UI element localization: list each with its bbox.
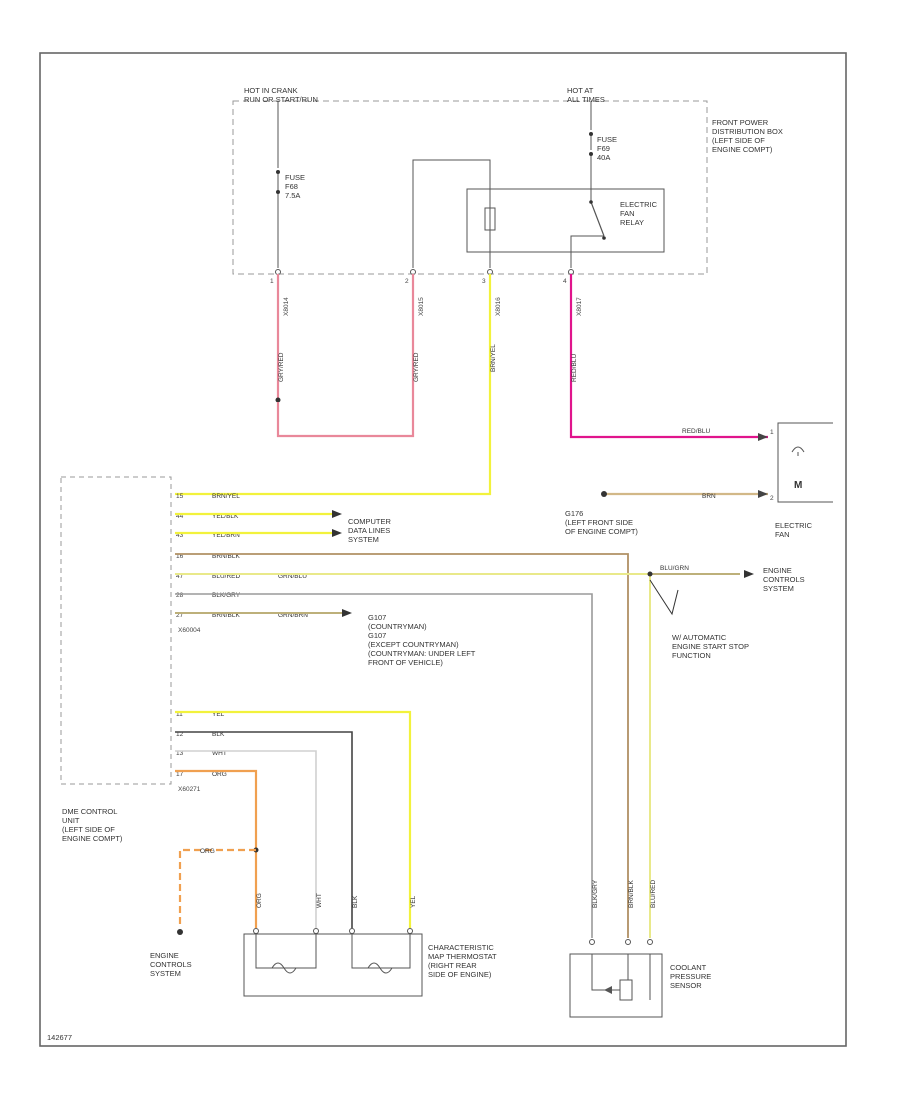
ecu-pins-bottom: 11 12 13 17 X60271 bbox=[176, 711, 201, 793]
svg-text:GRN/BLU: GRN/BLU bbox=[278, 573, 307, 580]
svg-text:YEL/BLK: YEL/BLK bbox=[212, 513, 239, 520]
wire-blk-thermostat bbox=[175, 731, 353, 928]
svg-text:43: 43 bbox=[176, 532, 184, 539]
svg-text:1: 1 bbox=[270, 278, 274, 285]
svg-text:BLK/GRY: BLK/GRY bbox=[212, 592, 241, 599]
wire-wht-thermostat bbox=[175, 750, 317, 928]
auto-start-stop-bracket bbox=[649, 579, 679, 616]
svg-text:13: 13 bbox=[176, 750, 184, 757]
front-power-distribution-box bbox=[232, 100, 708, 275]
svg-text:X8015: X8015 bbox=[418, 297, 425, 316]
svg-text:BLU/RED: BLU/RED bbox=[212, 573, 240, 580]
svg-text:17: 17 bbox=[176, 771, 184, 778]
svg-text:BRN: BRN bbox=[702, 493, 716, 500]
wire-gry-red-loop bbox=[276, 274, 415, 438]
svg-text:ORG: ORG bbox=[212, 771, 227, 778]
svg-text:28: 28 bbox=[176, 592, 184, 599]
svg-text:X8014: X8014 bbox=[283, 297, 290, 316]
svg-text:GRY/RED: GRY/RED bbox=[413, 352, 420, 382]
svg-text:X8016: X8016 bbox=[495, 297, 502, 316]
svg-text:BLK: BLK bbox=[212, 731, 225, 738]
ground-note-label: G107(COUNTRYMAN)G107(EXCEPT COUNTRYMAN)(… bbox=[368, 613, 476, 667]
svg-text:27: 27 bbox=[176, 612, 184, 619]
svg-text:BLU/GRN: BLU/GRN bbox=[660, 565, 689, 572]
svg-text:BRN/BLK: BRN/BLK bbox=[212, 612, 240, 619]
svg-text:4: 4 bbox=[563, 278, 567, 285]
svg-text:3: 3 bbox=[482, 278, 486, 285]
svg-text:BLK/GRY: BLK/GRY bbox=[592, 879, 599, 908]
svg-text:BLK: BLK bbox=[352, 895, 359, 908]
wire-brn-yel-main bbox=[175, 274, 492, 496]
fan-motor-symbol: M bbox=[794, 480, 802, 491]
wire-brn-blk-coolant bbox=[175, 553, 629, 938]
svg-text:47: 47 bbox=[176, 573, 184, 580]
svg-text:X8017: X8017 bbox=[576, 297, 583, 316]
svg-text:44: 44 bbox=[176, 513, 184, 520]
diagram-frame bbox=[39, 52, 847, 1047]
dme-control-unit bbox=[60, 476, 172, 785]
svg-text:15: 15 bbox=[176, 493, 184, 500]
svg-text:X60271: X60271 bbox=[178, 786, 201, 793]
svg-text:GRY/RED: GRY/RED bbox=[278, 352, 285, 382]
wire-red-blu-fan bbox=[569, 274, 768, 439]
svg-text:16: 16 bbox=[176, 553, 184, 560]
svg-text:12: 12 bbox=[176, 731, 184, 738]
wire-yel-thermostat bbox=[175, 710, 412, 928]
svg-text:ORG: ORG bbox=[256, 893, 263, 908]
svg-text:1: 1 bbox=[770, 429, 774, 436]
svg-text:YEL: YEL bbox=[212, 711, 225, 718]
svg-text:RED/BLU: RED/BLU bbox=[682, 428, 710, 435]
pdb-connector-pins: 1 2 3 4 X8014 X8015 X8016 X8017 bbox=[270, 269, 583, 316]
svg-text:WHT: WHT bbox=[212, 750, 227, 757]
svg-text:WHT: WHT bbox=[316, 893, 323, 908]
svg-text:RED/BLU: RED/BLU bbox=[571, 354, 578, 382]
ecu-pins-top: 15 44 43 16 47 28 27 X60004 bbox=[176, 493, 201, 634]
svg-text:BLU/RED: BLU/RED bbox=[650, 880, 657, 908]
svg-text:BRN/YEL: BRN/YEL bbox=[212, 493, 240, 500]
wire-blk-gry-coolant bbox=[175, 593, 593, 938]
svg-text:BRN/BLK: BRN/BLK bbox=[628, 880, 635, 908]
svg-text:YEL/BRN: YEL/BRN bbox=[212, 532, 240, 539]
diagram-id: 142677 bbox=[47, 1033, 72, 1042]
svg-text:GRN/BRN: GRN/BRN bbox=[278, 612, 308, 619]
svg-text:2: 2 bbox=[405, 278, 409, 285]
svg-text:YEL: YEL bbox=[410, 895, 417, 908]
svg-text:11: 11 bbox=[176, 711, 183, 718]
svg-text:ORG: ORG bbox=[200, 848, 215, 855]
svg-text:BRN/YEL: BRN/YEL bbox=[490, 344, 497, 372]
svg-text:2: 2 bbox=[770, 495, 774, 502]
relay-coil-feed bbox=[412, 159, 491, 268]
svg-text:BRN/BLK: BRN/BLK bbox=[212, 553, 240, 560]
wire-org-engine-controls bbox=[178, 848, 256, 928]
wire-org-thermostat bbox=[175, 769, 258, 928]
svg-text:X60004: X60004 bbox=[178, 627, 201, 634]
